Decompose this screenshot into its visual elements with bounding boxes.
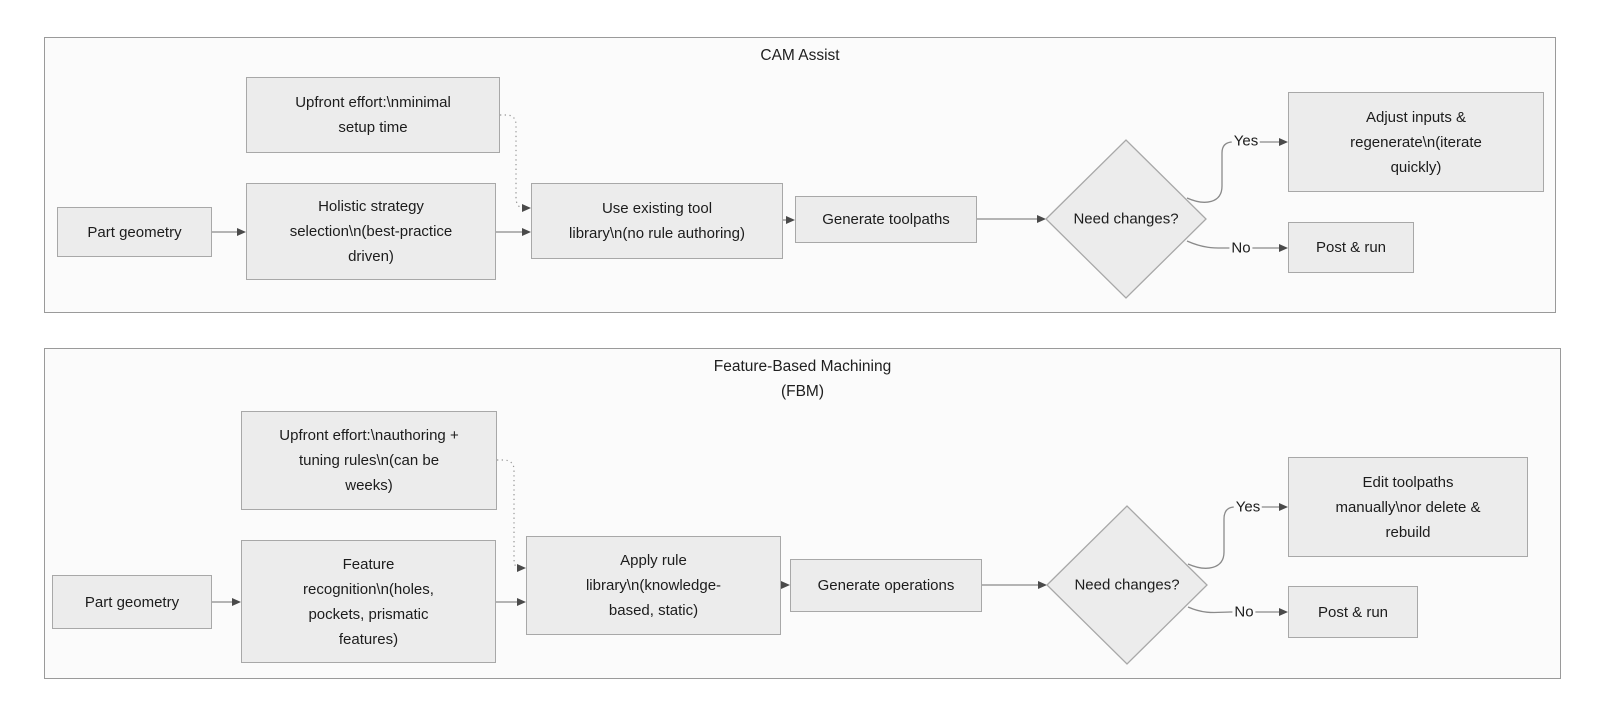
node-label: Generate toolpaths: [822, 211, 950, 228]
panel-title-block: Feature-Based Machining (FBM): [45, 354, 1560, 404]
node-need-changes: Need changes?: [1073, 210, 1179, 228]
node-label: Upfront effort:\nauthoring + tuning rule…: [279, 427, 459, 494]
node-label: Post & run: [1317, 603, 1389, 621]
node-label: Part geometry: [87, 223, 182, 241]
node-label: Edit toolpaths manually\nor delete & reb…: [1335, 473, 1481, 541]
node-generate-operations: Generate operations: [790, 559, 982, 612]
node-part-geometry: Part geometry: [52, 575, 212, 629]
chart-title: Feature-Based Machining: [713, 358, 892, 375]
node-edit-toolpaths: Edit toolpaths manually\nor delete & reb…: [1288, 457, 1528, 557]
edge-label-yes: Yes: [1231, 132, 1261, 150]
node-apply-rule-library: Apply rule library\n(knowledge-based, st…: [526, 536, 781, 635]
node-post-and-run: Post & run: [1288, 586, 1418, 638]
node-label: Post & run: [1315, 239, 1387, 256]
node-label: Feature recognition\n(holes, pockets, pr…: [303, 555, 434, 648]
node-need-changes: Need changes?: [1074, 576, 1180, 594]
node-label: Use existing tool library\n(no rule auth…: [569, 200, 745, 242]
node-use-existing-tool-library: Use existing tool library\n(no rule auth…: [531, 183, 783, 259]
node-adjust-inputs-regenerate: Adjust inputs & regenerate\n(iterate qui…: [1288, 92, 1544, 192]
node-holistic-strategy: Holistic strategy selection\n(best-pract…: [246, 183, 496, 280]
node-label: Part geometry: [84, 593, 180, 611]
chart-subtitle: (FBM): [780, 383, 825, 400]
panel-title-block: CAM Assist: [45, 43, 1555, 68]
node-label: Generate operations: [817, 577, 955, 594]
node-part-geometry: Part geometry: [57, 207, 212, 257]
node-label: Upfront effort:\nminimal setup time: [295, 94, 451, 136]
node-upfront-effort: Upfront effort:\nauthoring + tuning rule…: [241, 411, 497, 510]
node-label: Apply rule library\n(knowledge-based, st…: [585, 552, 722, 619]
node-generate-toolpaths: Generate toolpaths: [795, 196, 977, 243]
edge-label-yes: Yes: [1233, 498, 1263, 516]
edge-label-no: No: [1229, 239, 1253, 257]
node-upfront-effort: Upfront effort:\nminimal setup time: [246, 77, 500, 153]
node-feature-recognition: Feature recognition\n(holes, pockets, pr…: [241, 540, 496, 663]
node-post-and-run: Post & run: [1288, 222, 1414, 273]
node-label: Holistic strategy selection\n(best-pract…: [289, 198, 453, 265]
node-label: Adjust inputs & regenerate\n(iterate qui…: [1350, 108, 1482, 176]
chart-title: CAM Assist: [760, 47, 840, 64]
edge-label-no: No: [1232, 603, 1256, 621]
